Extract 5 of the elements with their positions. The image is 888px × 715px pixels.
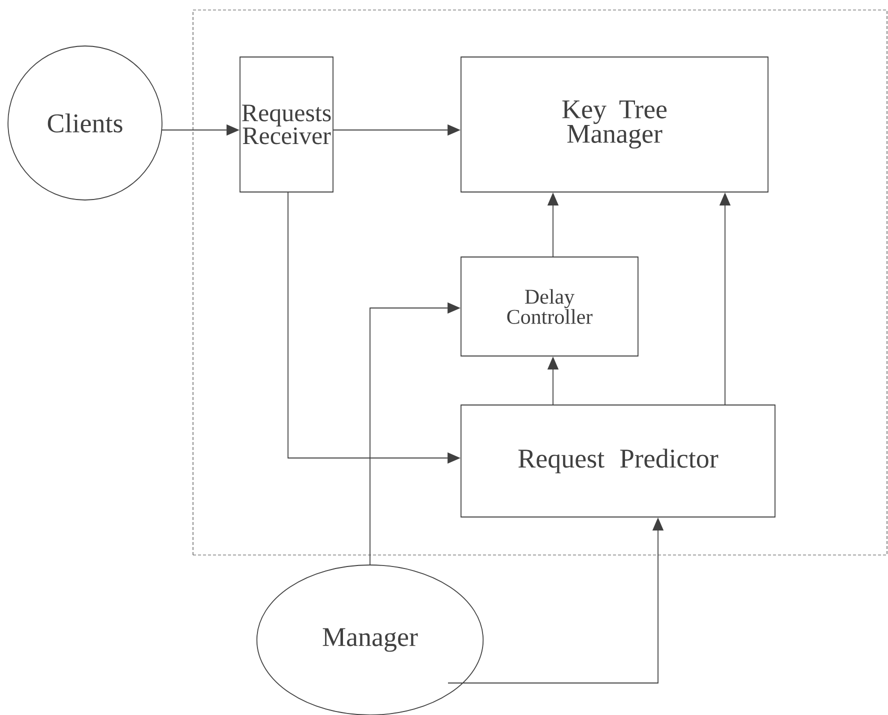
process-box: Key Tree Manager xyxy=(460,56,768,192)
process-box: Request Predictor xyxy=(460,404,776,518)
process-box: Delay Controller xyxy=(460,256,638,356)
process-box: Requests Receiver xyxy=(240,56,334,192)
dashed-boundary-box xyxy=(192,10,888,556)
